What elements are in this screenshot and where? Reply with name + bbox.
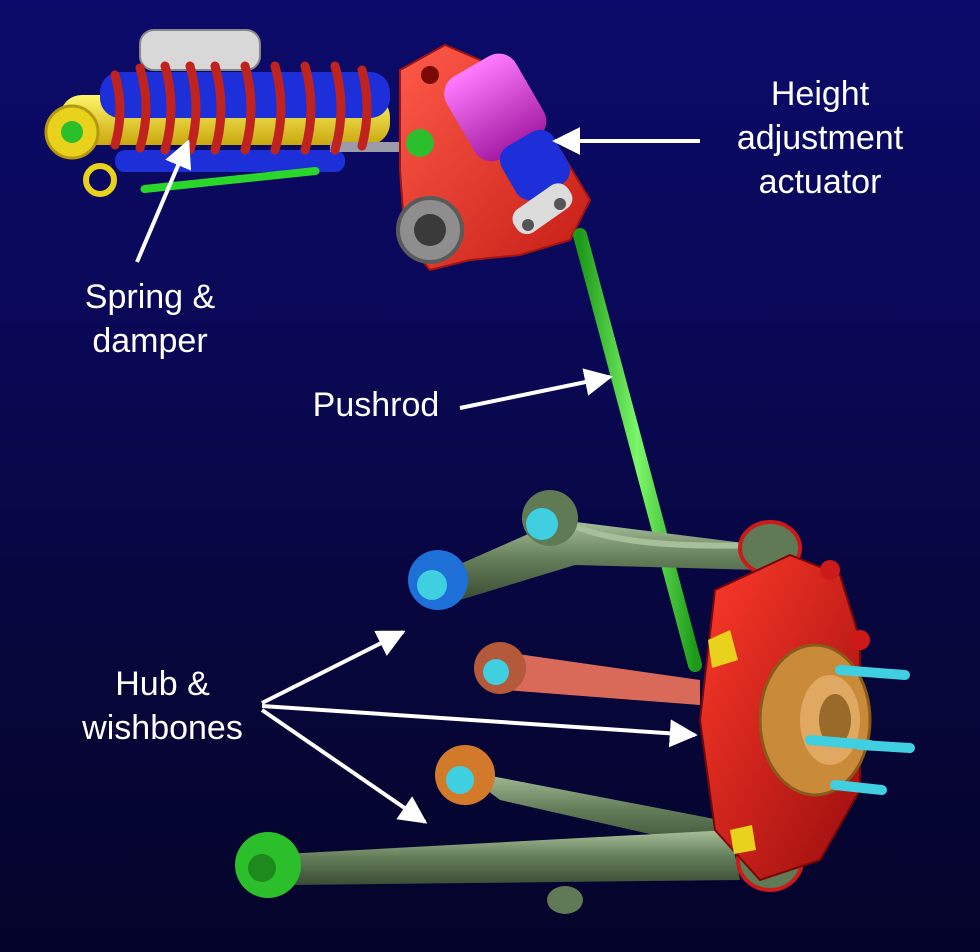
label-hub-wishbones-line2: wishbones	[82, 709, 243, 747]
green-rod	[140, 167, 320, 193]
spring-damper-unit	[44, 29, 415, 197]
label-height-actuator-line3: actuator	[758, 163, 882, 201]
pushrod	[573, 228, 702, 672]
label-spring-damper: Spring & damper	[55, 275, 245, 363]
label-hub-wishbones: Hub & wishbones	[60, 662, 265, 750]
reservoir-canister	[139, 29, 261, 71]
upper-front-bushing	[526, 508, 558, 540]
arrow-hub	[261, 704, 698, 748]
wheel-studs	[805, 665, 915, 795]
arrow-pushrod	[459, 368, 613, 410]
damper-eye-bushing	[61, 121, 83, 143]
hub-upright	[698, 553, 915, 882]
rocker-bolt	[421, 66, 439, 84]
lower-front-bushing	[446, 766, 474, 794]
damper-mount-bushing	[406, 129, 434, 157]
annotation-arrows	[135, 127, 700, 824]
lower-eye	[83, 163, 117, 197]
arrow-hub-upper-wishbone	[261, 630, 406, 705]
label-pushrod-text: Pushrod	[312, 386, 440, 424]
label-pushrod: Pushrod	[296, 383, 456, 427]
toe-link	[474, 642, 700, 705]
upper-wishbone	[408, 490, 802, 610]
upper-rear-bushing	[417, 570, 447, 600]
arrow-hub-lower-wishbone	[260, 708, 428, 824]
lower-rear-bushing	[248, 854, 276, 882]
label-spring-damper-line2: damper	[92, 322, 208, 360]
damper-shaft	[330, 142, 415, 152]
label-hub-wishbones-line1: Hub &	[115, 665, 210, 703]
label-height-actuator-line2: adjustment	[736, 119, 904, 157]
arrow-spring-damper	[135, 139, 192, 263]
rocker-pivot-bore	[414, 214, 446, 246]
label-spring-damper-line1: Spring &	[84, 278, 216, 316]
label-height-actuator-line1: Height	[770, 75, 870, 113]
label-height-actuator: Height adjustment actuator	[705, 72, 935, 204]
height-actuator	[444, 53, 573, 235]
